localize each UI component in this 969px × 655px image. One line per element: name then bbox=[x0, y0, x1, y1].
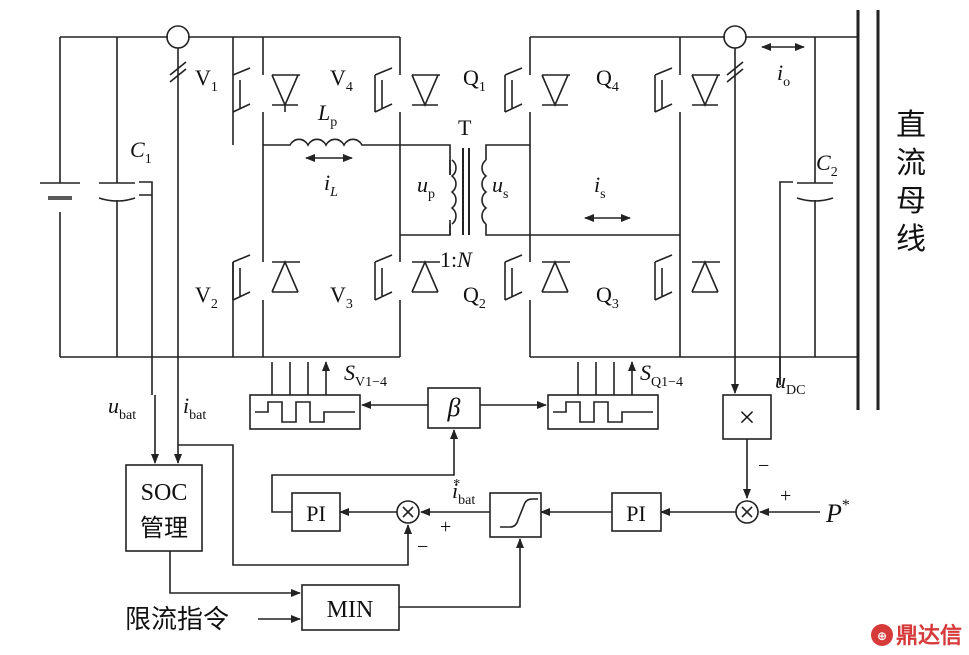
current-sensor-right bbox=[723, 25, 747, 49]
label-transformer: T bbox=[458, 115, 472, 140]
multiply-text: × bbox=[739, 401, 756, 434]
label-ratio: 1:N bbox=[440, 247, 473, 272]
capacitor-c1 bbox=[98, 37, 136, 357]
inductor-lp bbox=[263, 138, 451, 175]
plus-left: + bbox=[440, 516, 451, 538]
beta-block bbox=[427, 387, 481, 429]
switch-v4 bbox=[374, 67, 440, 113]
current-sensor-left bbox=[166, 25, 190, 49]
label-c2: C2 bbox=[816, 150, 838, 180]
dc-bus-char-3: 母 bbox=[896, 185, 926, 218]
label-ibat-ref: ibat* bbox=[452, 477, 475, 508]
switch-v2 bbox=[232, 254, 300, 301]
watermark-logo: ⊕ 鼎达信 bbox=[871, 623, 962, 649]
pwm-block-right bbox=[547, 394, 659, 430]
label-v4: V4 bbox=[330, 65, 353, 95]
label-q1: Q1 bbox=[463, 65, 486, 95]
switch-v3 bbox=[374, 254, 440, 301]
transformer-core bbox=[462, 148, 470, 235]
switch-q3 bbox=[654, 254, 720, 301]
min-text: MIN bbox=[327, 597, 374, 623]
minus-left: − bbox=[417, 536, 428, 558]
dc-bus-char-1: 直 bbox=[896, 109, 926, 142]
beta-text: β bbox=[447, 393, 461, 422]
limit-cmd-text: 限流指令 bbox=[125, 605, 229, 634]
label-il: iL bbox=[324, 170, 338, 200]
switch-v1 bbox=[232, 67, 300, 113]
label-udc: uDC bbox=[775, 368, 805, 398]
label-q3: Q3 bbox=[596, 282, 619, 312]
pwm-block-left bbox=[249, 394, 361, 430]
plus-right: + bbox=[780, 485, 791, 507]
label-ibat: ibat bbox=[183, 393, 206, 423]
label-sv: SV1−4 bbox=[344, 360, 387, 390]
switch-q2 bbox=[504, 254, 570, 301]
limiter-block bbox=[489, 492, 542, 538]
label-q4: Q4 bbox=[596, 65, 619, 95]
battery bbox=[40, 37, 80, 357]
capacitor-c2 bbox=[796, 37, 834, 357]
label-v1: V1 bbox=[195, 65, 218, 95]
watermark-text: 鼎达信 bbox=[896, 623, 962, 649]
minus-right: − bbox=[758, 455, 769, 477]
pi-right-text: PI bbox=[626, 501, 646, 526]
label-v2: V2 bbox=[195, 282, 218, 312]
label-io: io bbox=[777, 60, 790, 90]
label-pref: P* bbox=[825, 497, 850, 528]
label-q2: Q2 bbox=[463, 282, 486, 312]
switch-q4 bbox=[654, 67, 720, 113]
label-up: up bbox=[417, 172, 435, 202]
label-us: us bbox=[492, 172, 508, 202]
label-ubat: ubat bbox=[108, 393, 136, 423]
switch-q1 bbox=[504, 67, 570, 113]
label-c1: C1 bbox=[130, 137, 152, 167]
svg-text:⊕: ⊕ bbox=[877, 629, 887, 643]
label-sq: SQ1−4 bbox=[640, 360, 683, 390]
label-is: is bbox=[594, 172, 606, 202]
dc-bus-char-4: 线 bbox=[896, 223, 926, 256]
label-v3: V3 bbox=[330, 282, 353, 312]
dc-bus bbox=[856, 10, 880, 410]
soc-block bbox=[125, 464, 203, 552]
dc-bus-char-2: 流 bbox=[896, 147, 926, 180]
pi-left-text: PI bbox=[306, 501, 326, 526]
soc-text-2: 管理 bbox=[140, 515, 188, 542]
label-lp: Lp bbox=[317, 100, 337, 130]
soc-text-1: SOC bbox=[141, 480, 188, 506]
